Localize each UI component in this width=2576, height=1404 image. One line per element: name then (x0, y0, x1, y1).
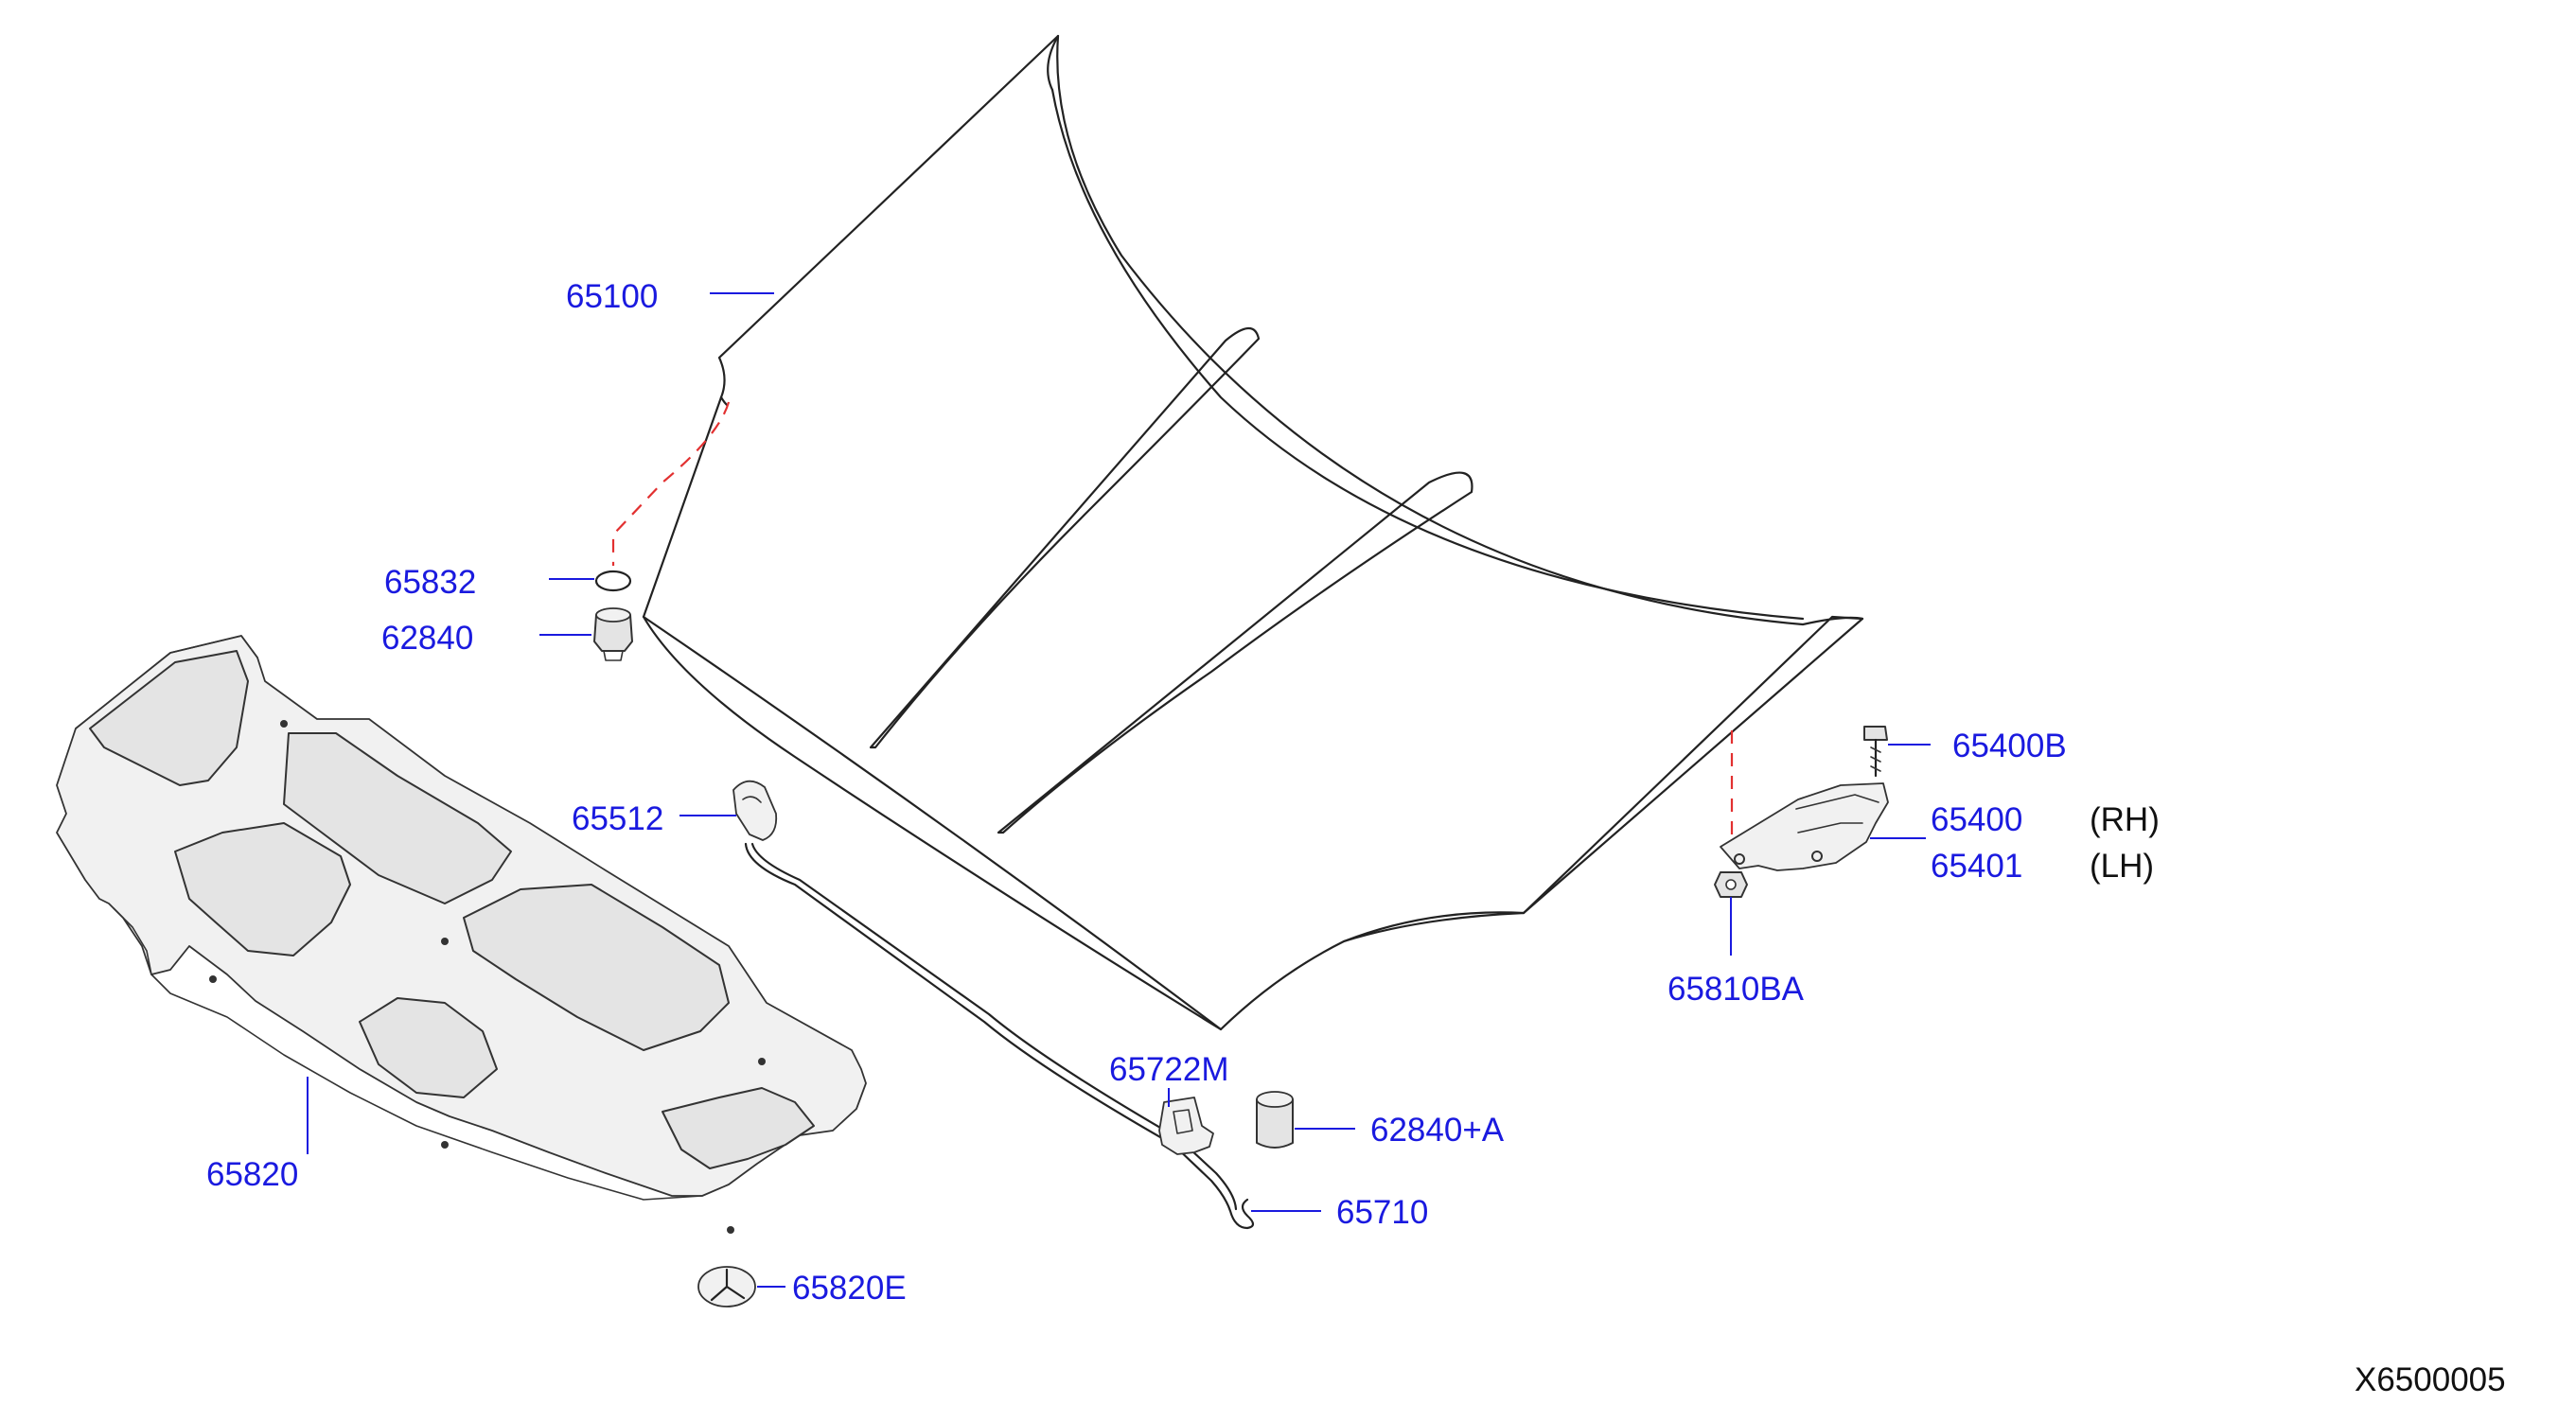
grommet-drawing[interactable] (594, 570, 632, 592)
hinge-nut-drawing[interactable] (1714, 871, 1748, 898)
hood-hinge-drawing[interactable] (1720, 782, 1889, 871)
insulator-clip-drawing[interactable] (697, 1266, 756, 1307)
stay-clip-drawing[interactable] (1158, 1097, 1214, 1155)
label-insulator-clip[interactable]: 65820E (792, 1270, 907, 1307)
rubber-stopper-a-drawing[interactable] (1256, 1091, 1294, 1149)
label-rubber-stopper[interactable]: 62840 (381, 620, 473, 657)
guide-line-grommet (611, 401, 731, 566)
label-hood-panel[interactable]: 65100 (566, 278, 658, 315)
hood-panel-drawing[interactable] (642, 34, 1864, 1031)
label-side-lh: (LH) (2090, 848, 2154, 885)
label-rubber-stopper-a[interactable]: 62840+A (1370, 1112, 1505, 1149)
label-hood-stay-rod[interactable]: 65710 (1336, 1194, 1428, 1231)
label-grommet[interactable]: 65832 (384, 564, 476, 601)
label-hinge-lh[interactable]: 65401 (1931, 848, 2022, 885)
label-hood-insulator[interactable]: 65820 (206, 1156, 298, 1193)
label-side-rh: (RH) (2090, 801, 2160, 838)
label-hinge-rh[interactable]: 65400 (1931, 801, 2022, 838)
hinge-bolt-drawing[interactable] (1863, 726, 1888, 778)
leader-lines (307, 292, 1931, 1288)
rubber-stopper-drawing[interactable] (593, 607, 633, 661)
label-stay-clip[interactable]: 65722M (1109, 1051, 1228, 1088)
label-hood-lock-clip[interactable]: 65512 (572, 800, 663, 837)
diagram-reference-code: X6500005 (2355, 1361, 2506, 1398)
hood-lock-clip-drawing[interactable] (732, 780, 778, 841)
hood-stay-rod-drawing[interactable] (744, 842, 1255, 1230)
label-hinge-bolt[interactable]: 65400B (1952, 728, 2067, 764)
label-hinge-nut[interactable]: 65810BA (1667, 971, 1805, 1008)
hood-insulator-drawing[interactable] (56, 635, 867, 1234)
